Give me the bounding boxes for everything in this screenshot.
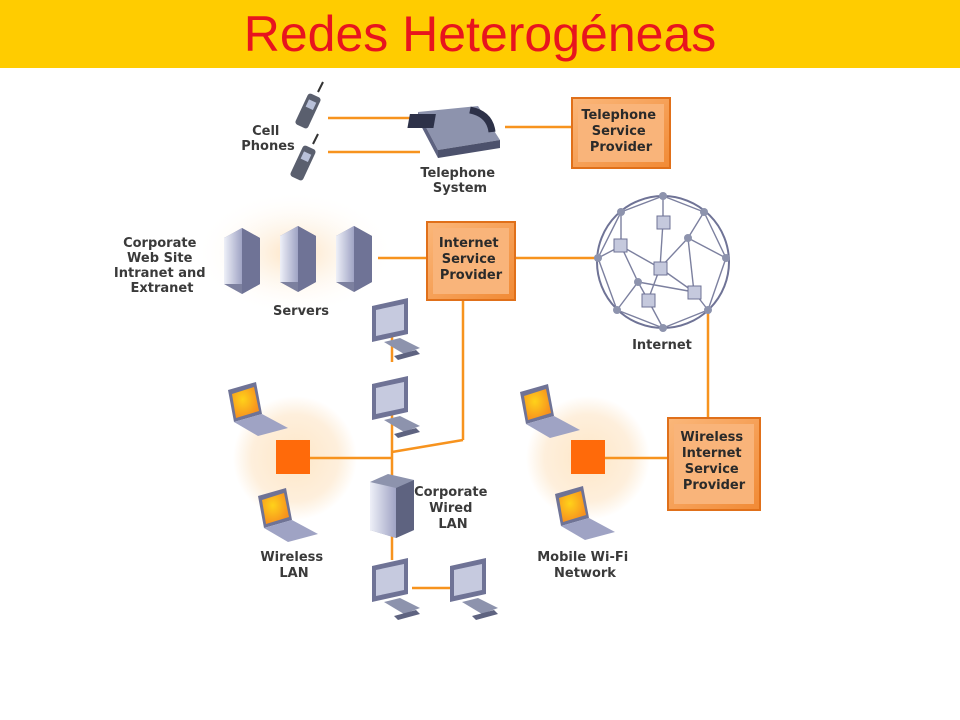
desktop-computer-icon bbox=[372, 558, 420, 620]
mobile-wifi-label: Mobile Wi-Fi Network bbox=[537, 550, 633, 581]
telephone-provider-box: Telephone Service Provider bbox=[571, 97, 671, 169]
tower-server-icon bbox=[370, 474, 414, 538]
desktop-computer-icon bbox=[372, 298, 420, 360]
corporate-lan-label: Corporate Wired LAN bbox=[414, 485, 492, 532]
cell-phone-icon bbox=[290, 133, 319, 181]
cell-phones-label: Cell Phones bbox=[241, 124, 295, 154]
server-icon bbox=[336, 226, 372, 292]
laptop-icon bbox=[228, 382, 288, 436]
server-icon bbox=[280, 226, 316, 292]
server-icon bbox=[224, 228, 260, 294]
desktop-computer-icon bbox=[372, 376, 420, 438]
wireless-isp-box: Wireless Internet Service Provider bbox=[667, 417, 761, 511]
servers-label: Servers bbox=[273, 304, 329, 319]
telephone-system-label: Telephone System bbox=[420, 166, 499, 196]
internet-globe-icon bbox=[594, 192, 730, 332]
wireless-lan-label: Wireless LAN bbox=[260, 550, 327, 581]
cell-phone-icon bbox=[295, 81, 324, 129]
laptop-icon bbox=[258, 488, 318, 542]
svg-text:Internet Service P: Internet Service Provider bbox=[439, 236, 503, 283]
connection-lines bbox=[310, 116, 710, 590]
laptop-icon bbox=[520, 384, 580, 438]
svg-text:Telephone Service: Telephone Service Provider bbox=[581, 108, 660, 155]
page-title: Redes Heterogéneas bbox=[243, 6, 717, 62]
wireless-access-point-icon bbox=[571, 440, 605, 474]
laptop-icon bbox=[555, 486, 615, 540]
internet-label: Internet bbox=[632, 338, 692, 353]
isp-box: Internet Service Provider bbox=[426, 221, 516, 301]
svg-text:Wireless Internet: Wireless Internet Service Provider bbox=[680, 430, 747, 493]
telephone-icon bbox=[407, 106, 500, 158]
wireless-access-point-icon bbox=[276, 440, 310, 474]
desktop-computer-icon bbox=[450, 558, 498, 620]
corporate-site-label: Corporate Web Site Intranet and Extranet bbox=[114, 236, 210, 296]
title-bar bbox=[0, 0, 960, 68]
